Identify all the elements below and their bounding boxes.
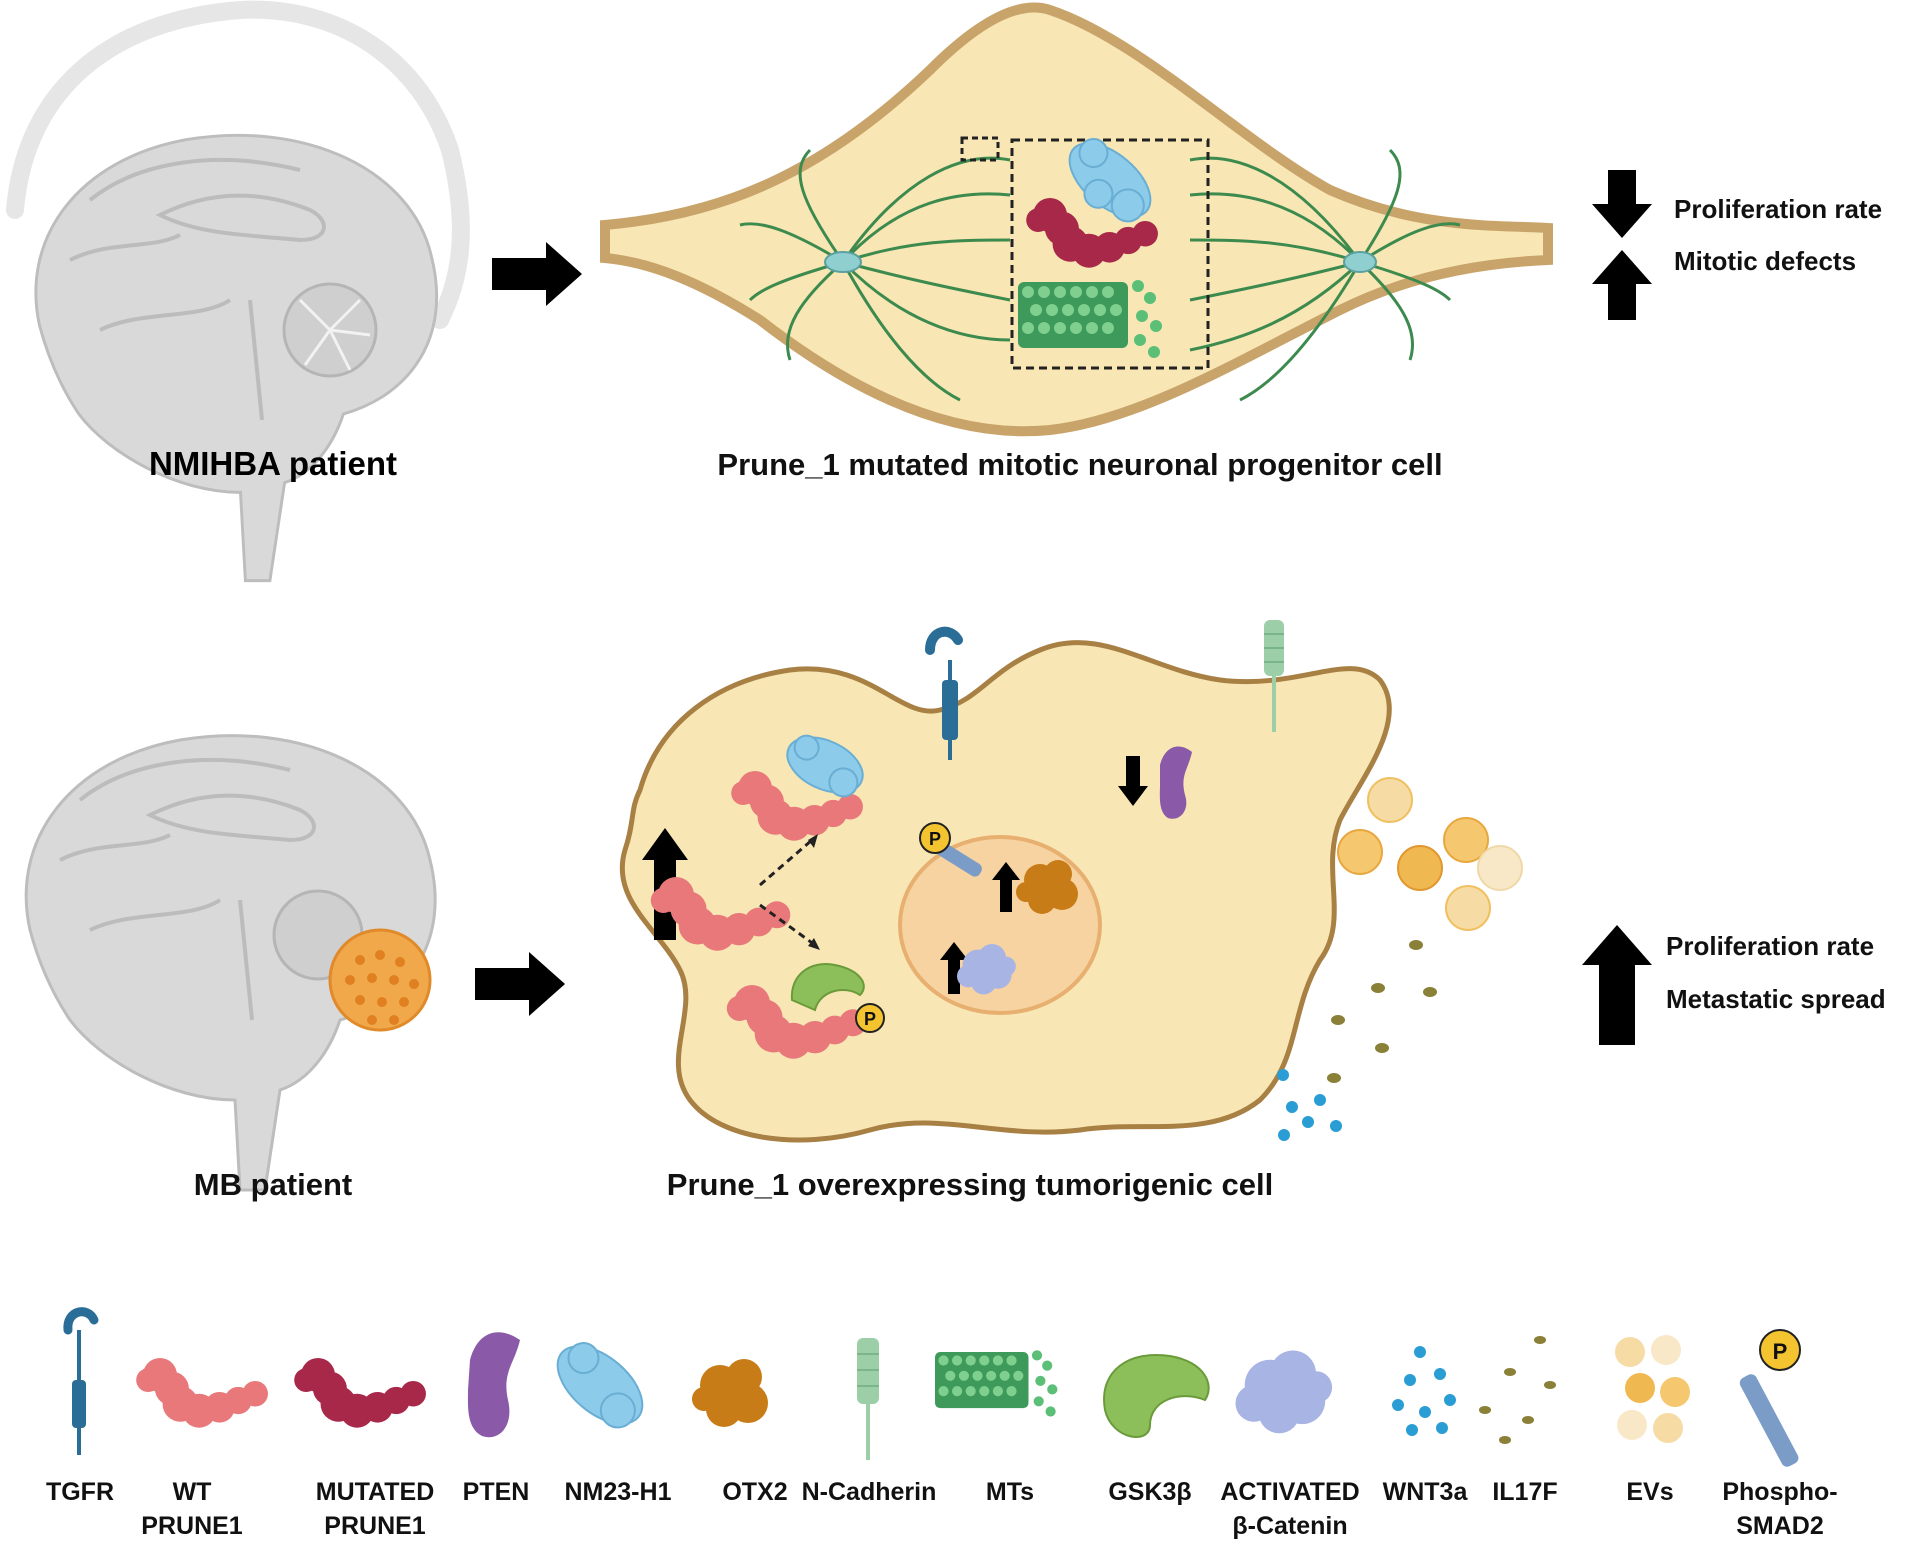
legend-label-phospho-smad2: SMAD2	[1736, 1512, 1824, 1540]
legend-icon-wnt3a	[1392, 1346, 1456, 1436]
legend-label-activated-b-catenin: β-Catenin	[1232, 1512, 1347, 1540]
arrow-up-icon	[940, 942, 968, 994]
otx2-nuclear	[1016, 860, 1078, 914]
legend-label-n-cadherin: N-Cadherin	[802, 1478, 937, 1506]
legend-icon-il17f	[1479, 1336, 1556, 1444]
svg-text:P: P	[929, 829, 941, 849]
legend-icon-otx2	[692, 1359, 768, 1427]
bottom-patient-label: MB patient	[194, 1167, 352, 1202]
legend-icon-wt-prune1	[136, 1358, 268, 1428]
secreted-wnt3a	[1277, 1069, 1342, 1141]
arrow-right-icon	[492, 242, 582, 306]
phospho-badge: P	[855, 1003, 885, 1033]
legend-icon-tgfr	[63, 1307, 99, 1455]
pten-protein	[1159, 746, 1192, 819]
legend-icon-phospho-smad2: P	[1739, 1329, 1801, 1467]
tumor-mass	[328, 928, 432, 1032]
legend: P	[63, 1307, 1801, 1467]
arrow-up-icon	[992, 862, 1020, 912]
legend-icon-nm23-h1	[556, 1342, 644, 1429]
arrow-right-icon	[475, 952, 565, 1016]
legend-icon-b-catenin	[1235, 1350, 1333, 1434]
mitotic-cell	[600, 2, 1553, 437]
legend-label-activated-b-catenin: ACTIVATED	[1220, 1478, 1359, 1506]
smad2-phospho: P	[919, 822, 982, 877]
legend-label-phospho-smad2: Phospho-	[1722, 1478, 1837, 1506]
legend-label-il17f: IL17F	[1492, 1478, 1557, 1506]
legend-icon-gsk3b	[1103, 1354, 1210, 1438]
legend-label-mts: MTs	[986, 1478, 1034, 1506]
legend-label-wnt3a: WNT3a	[1383, 1478, 1469, 1506]
legend-label-nm23-h1: NM23-H1	[565, 1478, 672, 1506]
legend-labels: TGFR WT PRUNE1 MUTATED PRUNE1 PTEN NM23-H1 OTX2…	[46, 1478, 1838, 1540]
legend-icon-mts	[935, 1350, 1058, 1417]
legend-label-otx2: OTX2	[722, 1478, 787, 1506]
legend-icon-n-cadherin	[857, 1338, 879, 1460]
tumorigenic-cell: P P	[619, 620, 1392, 1143]
top-cell-label: Prune_1 mutated mitotic neuronal progeni…	[717, 447, 1442, 482]
legend-label-gsk3b: GSK3β	[1108, 1478, 1191, 1506]
brain-normal-icon	[6, 0, 470, 583]
arrow-down-icon	[1118, 756, 1148, 806]
bottom-cell-label: Prune_1 overexpressing tumorigenic cell	[667, 1167, 1273, 1202]
arrow-up-icon	[1592, 250, 1652, 320]
gsk3b-bound	[790, 963, 865, 1012]
arrow-up-icon	[1582, 925, 1652, 1045]
tgfr-receptor	[925, 626, 963, 760]
top-patient-label: NMIHBA patient	[149, 445, 397, 482]
legend-label-wt-prune1: WT	[173, 1478, 212, 1506]
secreted-il17f	[1327, 940, 1437, 1083]
brain-tumor-icon	[24, 734, 437, 1192]
legend-label-wt-prune1: PRUNE1	[141, 1512, 243, 1540]
top-effect-1: Proliferation rate	[1674, 194, 1882, 224]
n-cadherin-receptor	[1264, 620, 1284, 732]
secreted-evs	[1337, 777, 1523, 931]
legend-label-evs: EVs	[1626, 1478, 1673, 1506]
bottom-effect-2: Metastatic spread	[1666, 984, 1886, 1014]
legend-label-mutated-prune1: PRUNE1	[324, 1512, 426, 1540]
legend-icon-pten	[467, 1332, 520, 1438]
legend-icon-mutated-prune1	[294, 1358, 426, 1428]
legend-icon-evs	[1615, 1335, 1690, 1443]
top-effect-2: Mitotic defects	[1674, 246, 1856, 276]
legend-label-tgfr: TGFR	[46, 1478, 114, 1506]
svg-text:P: P	[1773, 1339, 1788, 1364]
legend-label-pten: PTEN	[463, 1478, 530, 1506]
bottom-effect-1: Proliferation rate	[1666, 931, 1874, 961]
legend-label-mutated-prune1: MUTATED	[316, 1478, 435, 1506]
svg-text:P: P	[864, 1009, 876, 1029]
arrow-down-icon	[1592, 170, 1652, 238]
